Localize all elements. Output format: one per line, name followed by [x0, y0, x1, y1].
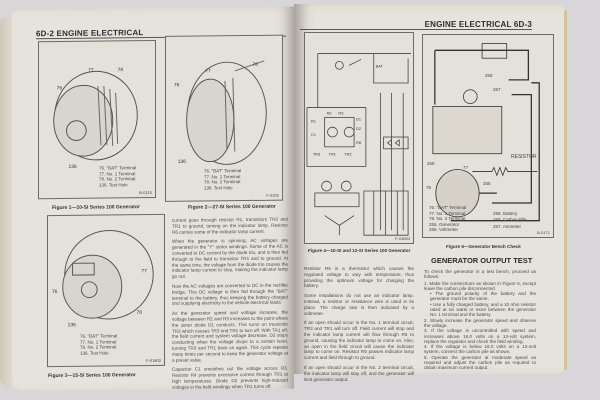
component-label: R6: [356, 140, 361, 145]
figure-5-bench-check: RESISTOR 257 259 258 77 76 255 76. "BAT"…: [422, 34, 554, 238]
legend-item: 136. Test Hole: [99, 181, 128, 188]
legend-item: 76. "BAT" Terminal: [80, 333, 118, 339]
page-header: ENGINE ELECTRICAL 6D-3: [300, 20, 532, 30]
component-label: D2: [356, 126, 361, 131]
component-label: R2: [327, 110, 332, 115]
svg-text:76: 76: [57, 85, 63, 91]
legend-item: 76. "BAT" Terminal: [99, 165, 137, 171]
callout-259: 259: [485, 73, 493, 78]
figure-caption: Figure 1—10-SI Series 100 Generator: [52, 204, 140, 212]
svg-text:136: 136: [178, 159, 186, 165]
paragraph: Resistor R5 is a thermistor which causes…: [304, 266, 414, 289]
callout-255: 255: [483, 181, 491, 186]
component-label: C1: [311, 132, 316, 137]
component-label: TR2: [344, 152, 351, 157]
legend-item: 78. No. 2 Terminal: [429, 216, 466, 221]
output-test-text: To check the generator in a test bench, …: [424, 269, 536, 371]
legend-item: 78. No. 2 Terminal: [99, 176, 136, 182]
figure-legend-extra: 257. Ammeter: [493, 224, 522, 229]
component-label: R1: [311, 118, 316, 123]
alternator-illustration: 76 77 78 136: [52, 230, 154, 328]
legend-item: 76. "BAT" Terminal: [429, 205, 467, 210]
callout-77: 77: [463, 165, 469, 170]
component-label: TR3: [313, 152, 320, 157]
figure-code: F-2302: [266, 192, 279, 198]
figure-1: 76 77 78 136 76. "BAT" Terminal 77. No. 1 T…: [38, 39, 156, 200]
figure-3: 76 77 78 136 76. "BAT" Terminal 77. No. 1 T…: [47, 213, 165, 368]
body-text: current goes through resistor R1, transi…: [172, 217, 288, 395]
figure-2: 76 77 78 136 76. "BAT" Terminal 77. No. 1 T…: [165, 34, 283, 202]
paragraph: When the generator is spinning, AC volta…: [172, 237, 288, 279]
paragraph: Now the AC voltages are converted to DC …: [172, 282, 288, 307]
figure-caption: Figure 4—10-SI and 12-SI Series 100 Gene…: [308, 248, 411, 253]
svg-text:78: 78: [118, 67, 124, 73]
legend-item: 78. No. 2 Terminal: [80, 344, 117, 350]
svg-text:77: 77: [205, 68, 211, 74]
figure-caption: Figure 5—Generator Bench Check: [446, 244, 521, 249]
figure-caption: Figure 2—27-SI Series 100 Generator: [188, 203, 276, 211]
figure-code: F-03894: [395, 235, 410, 241]
legend-item: 77. No. 1 Terminal: [429, 210, 466, 216]
svg-text:77: 77: [141, 268, 147, 274]
step: 1. Make the connections as shown in Figu…: [424, 280, 536, 291]
svg-text:77: 77: [88, 67, 94, 73]
svg-text:78: 78: [253, 62, 259, 68]
alternator-illustration: 76 77 78 136: [53, 67, 138, 170]
figure-code: B-0171: [537, 229, 550, 235]
body-text: Resistor R5 is a thermistor which causes…: [304, 266, 414, 386]
paragraph: Some installations do not use an indicat…: [304, 293, 414, 316]
callout-258: 258: [427, 161, 435, 166]
paragraph: To check the generator in a test bench, …: [424, 269, 536, 280]
legend-item: 136. Test Hole: [204, 184, 233, 190]
step: • The ground polarity of the battery and…: [430, 291, 536, 302]
step: 4. If the voltage is below 16.0 volts on…: [424, 344, 536, 355]
figure-legend: 76. "BAT" Terminal 77. No. 1 Terminal 78…: [80, 333, 117, 355]
callout-76: 76: [426, 185, 432, 190]
section-heading: GENERATOR OUTPUT TEST: [431, 256, 533, 265]
resistor-label: RESISTOR: [511, 154, 537, 160]
figure-legend: 76. "BAT" Terminal 77. No. 1 Terminal 78…: [204, 168, 241, 190]
callout-257: 257: [493, 87, 501, 92]
figure-caption: Figure 3—15-SI Series 100 Generator: [48, 372, 136, 380]
paragraph: If an open should occur in the No. 2 ter…: [304, 364, 414, 382]
figure-code: F-01802: [146, 357, 161, 363]
svg-text:76: 76: [174, 82, 180, 88]
figure-code: B-0215: [139, 189, 152, 195]
figure-legend: 76. "BAT" Terminal 77. No. 1 Terminal 78…: [429, 205, 466, 233]
paragraph: Capacitor C1 smoothes out the voltage ac…: [172, 365, 288, 390]
step: 3. If the voltage is uncontrolled with s…: [424, 328, 536, 344]
paragraph: As the generator speed and voltage incre…: [172, 309, 289, 363]
legend-item: 256. Voltmeter: [429, 227, 459, 232]
svg-text:78: 78: [136, 310, 142, 316]
component-label: BAT: [376, 63, 384, 68]
step: 5. Operate the generator at moderate spe…: [424, 354, 536, 371]
legend-item: 258. Battery: [493, 211, 518, 216]
svg-text:136: 136: [68, 164, 76, 170]
legend-item: 259. Carbon Pile: [493, 216, 527, 222]
legend-item: 78. No. 2 Terminal: [204, 179, 241, 185]
svg-text:76: 76: [52, 289, 58, 295]
component-label: D1: [356, 116, 361, 121]
legend-item: 255. Generator: [429, 221, 460, 227]
paragraph: If an open should occur in the No. 1 ter…: [304, 320, 414, 361]
figure-legend-2: 258. Battery 259. Carbon Pile: [493, 211, 527, 222]
figure-legend: 76. "BAT" Terminal 77. No. 1 Terminal 78…: [99, 165, 136, 187]
component-label: R3: [338, 110, 343, 115]
step: • Use a fully charged battery, and a 10 …: [430, 301, 536, 318]
legend-item: 76. "BAT" Terminal: [204, 168, 242, 174]
step: 2. Slowly increase the generator speed a…: [424, 317, 536, 328]
component-label: TR1: [329, 152, 336, 157]
legend-item: 136. Test Hole: [80, 349, 109, 356]
alternator-illustration: 76 77 78 136: [174, 60, 267, 165]
paragraph: current goes through resistor R1, transi…: [172, 216, 288, 235]
svg-text:136: 136: [68, 322, 76, 328]
bench-check-illustration: [432, 43, 540, 222]
